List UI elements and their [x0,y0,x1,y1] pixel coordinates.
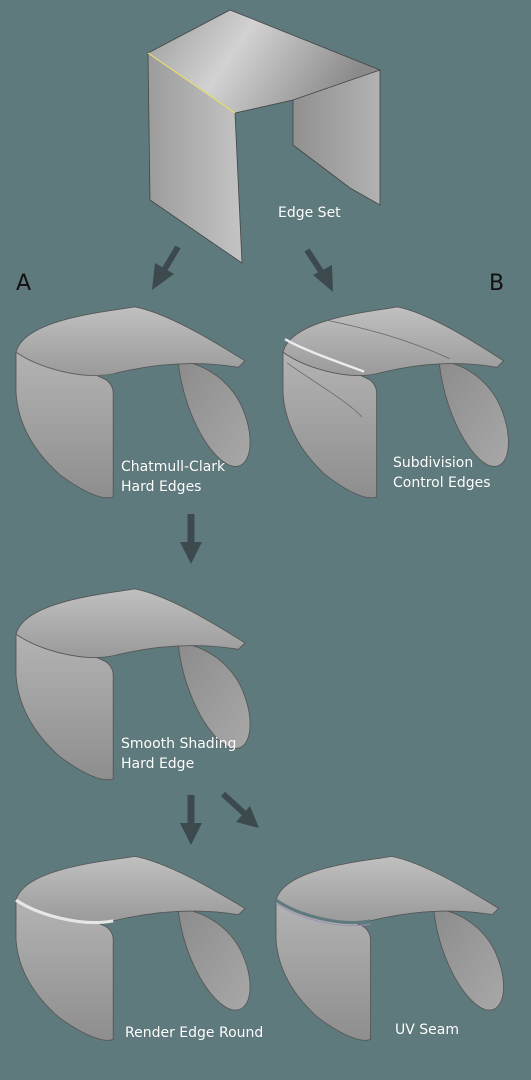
edge-set-label: Edge Set [278,205,341,221]
subdivision-label-2: Control Edges [393,475,491,491]
arrow-to-b [304,248,333,292]
branch-a-label: A [16,271,32,296]
smooth-shading-label-2: Hard Edge [121,756,195,772]
subdivision-shape [282,306,509,499]
subdivision-label-1: Subdivision [393,455,474,471]
arrow-to-a [152,245,181,290]
highlighted-edge [147,52,236,114]
render-edge-round-label: Render Edge Round [125,1025,264,1041]
smooth-shading-label-1: Smooth Shading [121,736,237,752]
chatmull-clark-shape [15,306,251,499]
arrow-down-2 [180,795,202,845]
edge-set-shape [147,9,382,264]
chatmull-clark-label-2: Hard Edges [121,479,202,495]
render-edge-round-shape [15,855,251,1041]
chatmull-clark-label-1: Chatmull-Clark [121,459,226,475]
arrow-diag-2 [220,791,259,828]
uv-seam-label: UV Seam [395,1022,459,1038]
arrows [152,245,333,845]
arrow-down-1 [180,514,202,564]
branch-b-label: B [489,271,505,296]
uv-seam-shape [275,855,505,1041]
